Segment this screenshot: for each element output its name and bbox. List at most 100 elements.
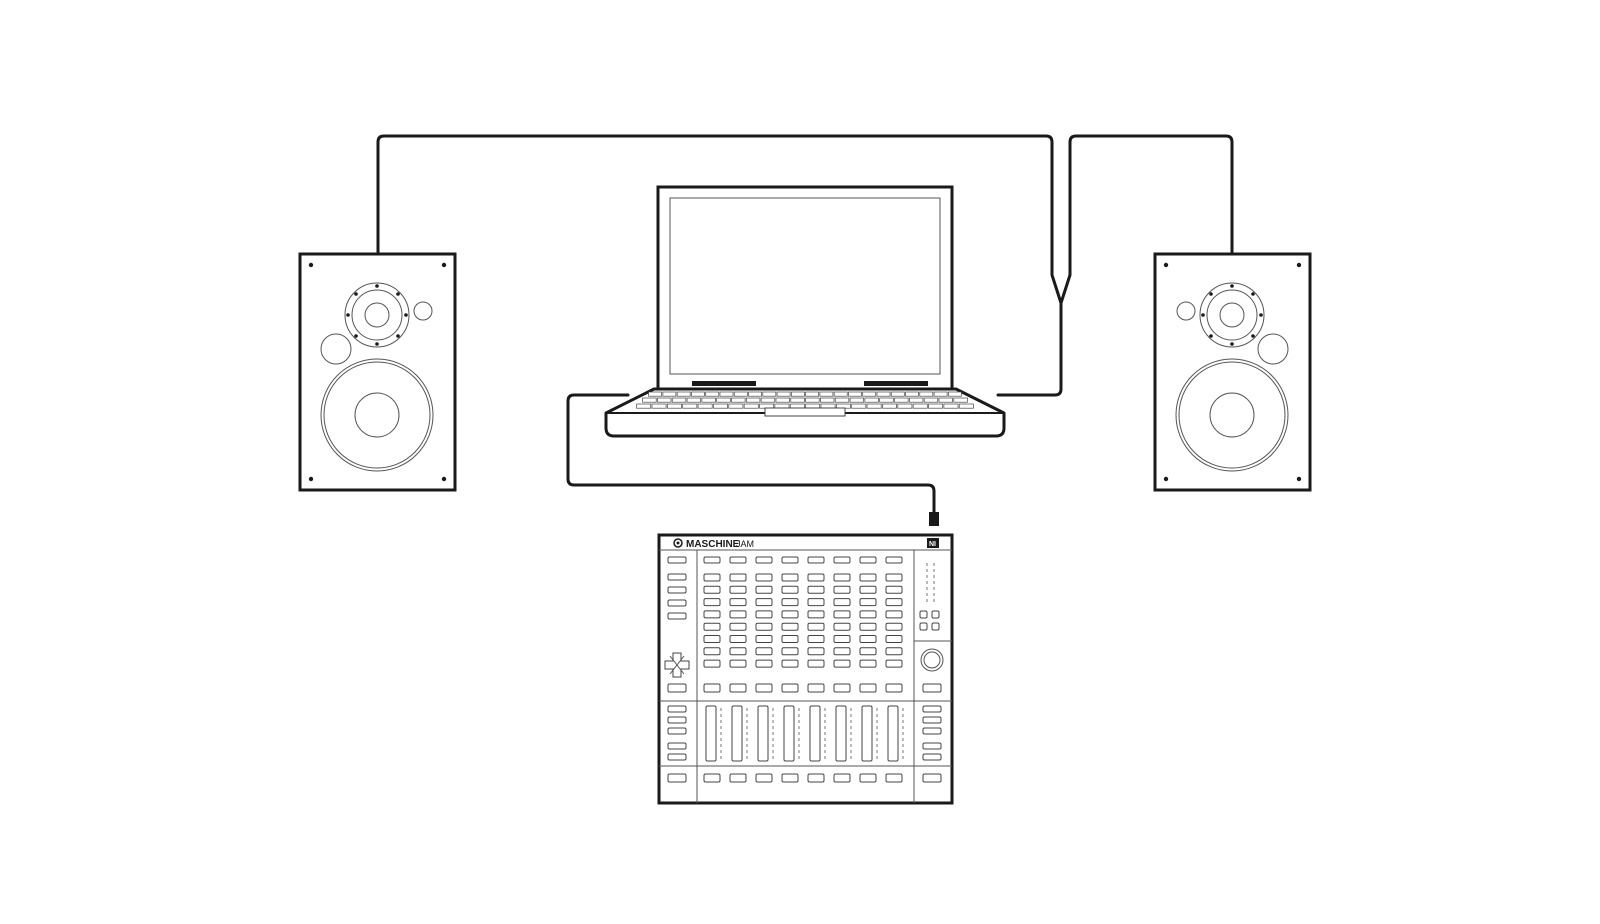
left-function-button bbox=[667, 573, 687, 581]
keyboard-key bbox=[958, 403, 974, 409]
pad bbox=[859, 622, 877, 631]
group-button bbox=[859, 683, 877, 693]
keyboard-key bbox=[866, 403, 882, 409]
pad bbox=[781, 585, 799, 594]
keyboard-key bbox=[947, 391, 962, 397]
keyboard-key bbox=[671, 397, 687, 403]
keyboard-key bbox=[651, 403, 667, 409]
scene-button bbox=[729, 556, 747, 564]
controller-controls bbox=[667, 556, 942, 783]
pad bbox=[859, 598, 877, 607]
pad bbox=[833, 585, 851, 594]
keyboard-key bbox=[701, 397, 716, 403]
laptop-trackpad bbox=[764, 407, 846, 417]
right-function-button bbox=[922, 716, 942, 724]
pad bbox=[833, 635, 851, 643]
left-function-button bbox=[667, 586, 687, 594]
knob-icon bbox=[920, 648, 944, 672]
keyboard-key bbox=[676, 391, 691, 397]
keyboard-key bbox=[657, 397, 672, 403]
pad bbox=[807, 585, 825, 594]
pad bbox=[781, 598, 799, 607]
pad bbox=[755, 585, 773, 594]
keyboard-key bbox=[743, 403, 759, 409]
group-button bbox=[729, 683, 747, 693]
keyboard-key bbox=[662, 391, 677, 397]
keyboard-key bbox=[876, 391, 891, 397]
pad bbox=[885, 659, 903, 668]
cable-right-speaker bbox=[1059, 134, 1234, 305]
keyboard-key bbox=[864, 397, 879, 403]
keyboard-key bbox=[805, 391, 820, 397]
pad bbox=[885, 573, 903, 582]
left-function-button bbox=[667, 556, 687, 564]
bottom-button bbox=[729, 773, 747, 783]
small-square-button bbox=[919, 610, 928, 619]
keyboard-key bbox=[882, 403, 897, 409]
keyboard-key bbox=[642, 397, 657, 403]
bottom-button bbox=[833, 773, 851, 783]
keyboard-key bbox=[716, 397, 731, 403]
left-function-button bbox=[667, 599, 687, 607]
pad bbox=[885, 598, 903, 607]
tweeter bbox=[344, 282, 410, 348]
bottom-button bbox=[755, 773, 773, 783]
keyboard-key bbox=[682, 403, 698, 409]
laptop-icon bbox=[604, 185, 1006, 438]
group-button bbox=[833, 683, 851, 693]
ni-logo-icon bbox=[927, 538, 939, 548]
pad bbox=[807, 598, 825, 607]
dpad-icon bbox=[664, 652, 690, 678]
keyboard-key bbox=[733, 391, 748, 397]
usb-plug bbox=[929, 512, 939, 526]
pad bbox=[755, 573, 773, 582]
pad bbox=[703, 635, 721, 643]
pad bbox=[703, 573, 721, 582]
keyboard-key bbox=[848, 391, 862, 397]
keyboard-key bbox=[890, 391, 905, 397]
pad bbox=[859, 635, 877, 643]
pad bbox=[807, 647, 825, 656]
keyboard-key bbox=[834, 397, 850, 403]
keyboard-key bbox=[776, 391, 791, 397]
keyboard-key bbox=[849, 397, 865, 403]
keyboard-key bbox=[943, 403, 959, 409]
touch-strip bbox=[783, 705, 795, 762]
pad bbox=[755, 659, 773, 668]
pad bbox=[729, 585, 747, 594]
touch-strip bbox=[731, 705, 743, 762]
brand-label: MASCHINE bbox=[686, 539, 740, 550]
touch-strip bbox=[757, 705, 769, 762]
left-function-button bbox=[667, 773, 687, 783]
keyboard-key bbox=[833, 391, 848, 397]
speaker-icon bbox=[298, 252, 457, 492]
bottom-button bbox=[885, 773, 903, 783]
right-function-button bbox=[922, 742, 942, 750]
group-button bbox=[885, 683, 903, 693]
left-function-button bbox=[667, 716, 687, 724]
keyboard-key bbox=[728, 403, 744, 409]
keyboard-key bbox=[820, 397, 835, 403]
scene-button bbox=[833, 556, 851, 564]
pad bbox=[807, 622, 825, 631]
pad bbox=[833, 659, 851, 668]
small-square-button bbox=[931, 622, 940, 631]
pad bbox=[833, 598, 851, 607]
pad bbox=[729, 610, 747, 619]
keyboard-key bbox=[745, 397, 761, 403]
scene-button bbox=[859, 556, 877, 564]
keyboard-key bbox=[933, 391, 948, 397]
pad bbox=[885, 610, 903, 619]
pad bbox=[781, 622, 799, 631]
controller-icon: MASCHINE JAM NI bbox=[657, 533, 954, 805]
touch-strip bbox=[809, 705, 821, 762]
touch-strip bbox=[861, 705, 873, 762]
right-function-button bbox=[922, 705, 942, 713]
pad bbox=[729, 659, 747, 668]
pad bbox=[755, 647, 773, 656]
right-function-button bbox=[922, 773, 942, 783]
pad bbox=[703, 622, 721, 631]
group-button bbox=[755, 683, 773, 693]
right-speaker bbox=[1153, 252, 1312, 492]
